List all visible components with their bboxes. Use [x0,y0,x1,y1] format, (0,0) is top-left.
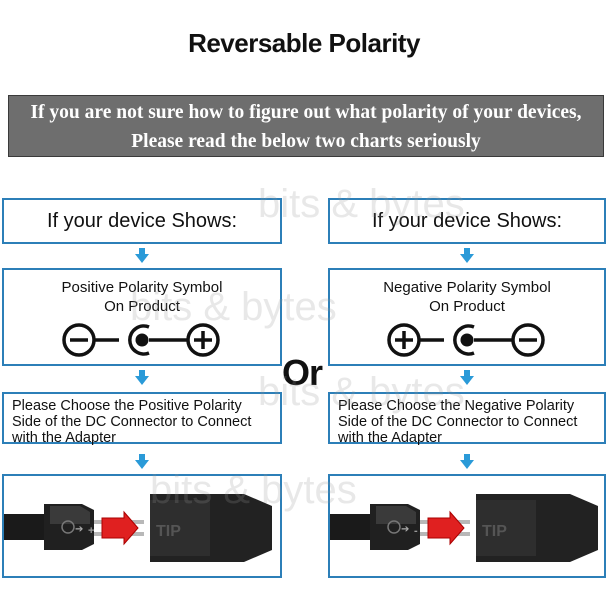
right-header-box: If your device Shows: [328,198,606,244]
page-title: Reversable Polarity [188,28,420,58]
tip-label: TIP [156,523,181,540]
right-instruction-line-1: Please Choose the Negative Polarity [338,398,575,414]
tip-label: TIP [482,523,507,540]
negative-polarity-symbol-icon [387,323,545,357]
svg-text:➔: ➔ [401,524,409,535]
positive-polarity-symbol-icon [62,323,220,357]
left-connector-image: ➔ + TIP [2,474,282,578]
left-header-box: If your device Shows: [2,198,282,244]
down-arrow-icon [460,370,474,385]
right-header-text: If your device Shows: [371,209,563,232]
banner-line-2: Please read the below two charts serious… [131,131,481,152]
down-arrow-icon [135,454,149,469]
dc-connector-positive-illustration: ➔ + TIP [4,494,272,562]
down-arrow-icon [135,370,149,385]
left-symbol-line-2: On Product [104,298,180,315]
connector-side-mark: + [88,525,94,537]
down-arrow-icon [460,454,474,469]
right-symbol-line-2: On Product [429,298,505,315]
down-arrow-icon [460,248,474,263]
connector-side-mark: - [414,525,418,537]
right-symbol-line-1: Negative Polarity Symbol [383,279,551,296]
left-instruction-line-1: Please Choose the Positive Polarity [12,398,242,414]
left-symbol-box: Positive Polarity Symbol On Product [2,268,282,366]
instruction-banner: If you are not sure how to figure out wh… [8,95,604,157]
svg-text:➔: ➔ [75,524,83,535]
left-symbol-line-1: Positive Polarity Symbol [61,279,223,296]
right-instruction-line-3: with the Adapter [338,430,442,446]
right-symbol-box: Negative Polarity Symbol On Product [328,268,606,366]
left-instruction-box: Please Choose the Positive Polarity Side… [2,392,282,446]
banner-line-1: If you are not sure how to figure out wh… [30,102,582,123]
left-instruction-line-3: with the Adapter [12,430,116,446]
left-instruction-line-2: Side of the DC Connector to Connect [12,414,252,430]
down-arrow-icon [135,248,149,263]
right-connector-image: ➔ - TIP [328,474,606,578]
right-instruction-line-2: Side of the DC Connector to Connect [338,414,578,430]
left-header-text: If your device Shows: [46,209,238,232]
or-label: Or [282,352,323,393]
right-instruction-box: Please Choose the Negative Polarity Side… [328,392,606,446]
dc-connector-negative-illustration: ➔ - TIP [330,494,598,562]
